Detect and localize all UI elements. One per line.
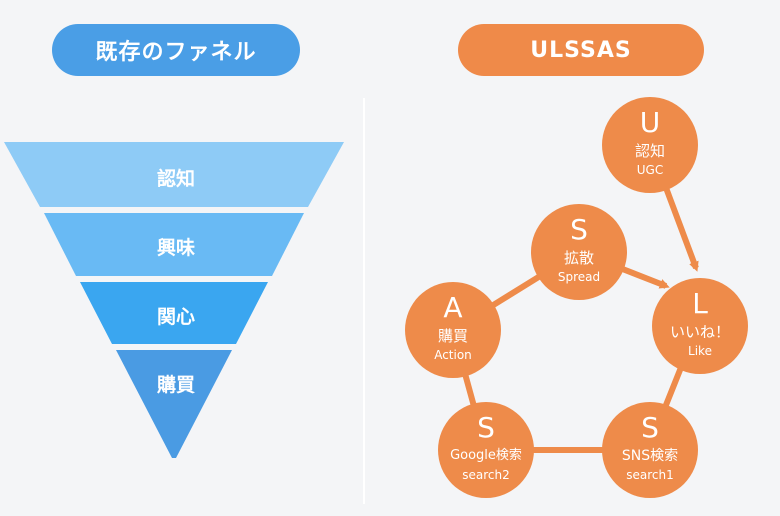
node-u-letter: U <box>639 106 661 139</box>
node-l-letter: L <box>692 287 708 320</box>
node-u-jp: 認知 <box>634 142 665 160</box>
funnel-label-interest: 興味 <box>156 237 195 259</box>
node-l: L いいね！ Like <box>652 278 748 374</box>
ulssas-title: ULSSAS <box>530 37 632 63</box>
node-s-spread-en: Spread <box>557 270 601 284</box>
funnel-label-awareness: 認知 <box>156 168 195 190</box>
panel-divider <box>363 98 365 504</box>
funnel-segment-1 <box>4 142 344 207</box>
node-s-google-en: search2 <box>462 468 510 482</box>
node-a: A 購買 Action <box>405 282 501 378</box>
node-l-jp: いいね！ <box>669 323 730 341</box>
node-u-en: UGC <box>636 163 664 177</box>
node-s-spread: S 拡散 Spread <box>531 204 627 300</box>
funnel-segment-4 <box>116 350 232 458</box>
node-s-google: S Google検索 search2 <box>438 402 534 498</box>
node-a-jp: 購買 <box>437 327 468 345</box>
node-s-google-jp: Google検索 <box>450 448 522 463</box>
funnel-segment-2 <box>44 213 304 276</box>
node-a-letter: A <box>443 291 463 324</box>
funnel-title: 既存のファネル <box>95 40 257 65</box>
ulssas-title-pill: ULSSAS <box>458 24 704 76</box>
funnel-segment-3 <box>80 282 268 344</box>
funnel-label-consideration: 関心 <box>156 306 195 328</box>
funnel-title-pill: 既存のファネル <box>52 24 300 76</box>
node-a-en: Action <box>434 348 472 362</box>
funnel-label-purchase: 購買 <box>156 374 195 396</box>
node-u: U 認知 UGC <box>602 97 698 193</box>
node-s-sns-letter: S <box>641 411 659 444</box>
node-s-spread-letter: S <box>570 213 588 246</box>
node-s-sns-en: search1 <box>626 468 674 482</box>
node-s-spread-jp: 拡散 <box>563 249 594 267</box>
node-s-google-letter: S <box>477 411 495 444</box>
node-s-sns: S SNS検索 search1 <box>602 402 698 498</box>
node-s-sns-jp: SNS検索 <box>621 448 679 464</box>
node-l-en: Like <box>688 344 712 358</box>
